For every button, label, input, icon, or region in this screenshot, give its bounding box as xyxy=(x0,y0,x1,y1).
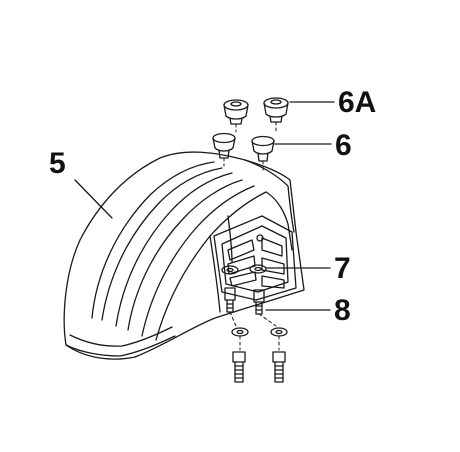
callout-label-6a: 6A xyxy=(338,86,377,119)
callout-label-8: 8 xyxy=(334,294,351,327)
washer-lower-left xyxy=(231,327,249,337)
assembly-guides xyxy=(223,121,280,351)
callout-label-7: 7 xyxy=(334,252,351,285)
front-fender xyxy=(63,151,305,360)
bolt-upper-right xyxy=(253,289,265,315)
washer-right xyxy=(249,264,267,274)
cap-nut-left xyxy=(223,99,249,125)
leader-line-5 xyxy=(74,179,113,219)
cap-nut-right xyxy=(263,97,289,123)
washer-left xyxy=(221,265,239,275)
washer-lower-right xyxy=(270,327,288,337)
bolt-lower-left xyxy=(232,351,246,383)
bolt-lower-right xyxy=(272,351,286,383)
grommet-right xyxy=(251,135,275,162)
bolt-upper-left xyxy=(224,287,236,313)
callout-label-6: 6 xyxy=(335,129,352,162)
callout-label-5: 5 xyxy=(49,147,66,180)
